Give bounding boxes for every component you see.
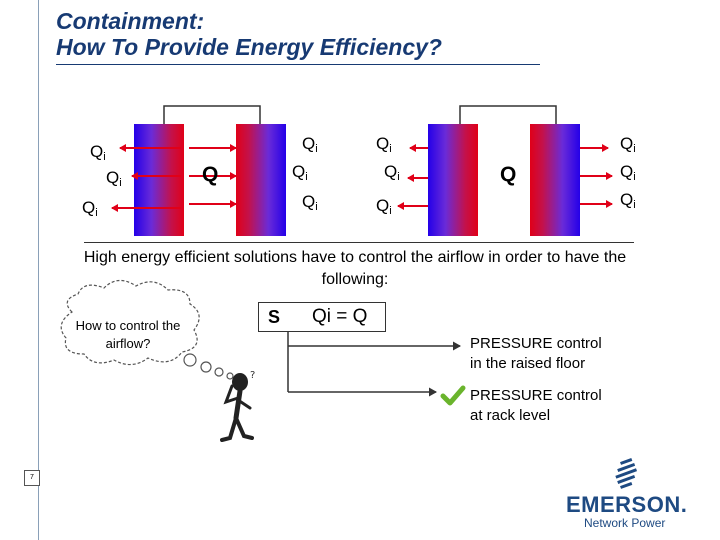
qi-label: Qi [302,134,318,155]
svg-text:?: ? [250,370,255,381]
qi-label: Qi [620,162,636,183]
emerson-logo-subtitle: Network Power [584,516,666,530]
rack-right-2 [530,124,580,236]
qi-label: Qi [106,168,122,189]
qi-label: Qi [384,162,400,183]
qi-label: Qi [292,162,308,183]
rack-heat-label: Q [500,163,517,186]
option-raised-floor: PRESSURE control in the raised floor [470,334,602,374]
title-line-1: Containment: [56,8,205,34]
qi-label: Qi [620,190,636,211]
equation-text: Qi = Q [312,306,368,327]
rack-left-1 [134,124,184,236]
qi-label: Qi [376,134,392,155]
page-title: Containment: How To Provide Energy Effic… [56,8,442,60]
qi-label: Qi [82,198,98,219]
bullet-symbol: S [268,307,281,327]
description-text: High energy efficient solutions have to … [83,249,627,288]
title-line-2: How To Provide Energy Efficiency? [56,34,442,60]
option-detail: at rack level [470,407,551,424]
option-title: PRESSURE control [470,387,602,404]
checkmark-icon [440,385,466,406]
emerson-logo-icon [615,458,638,489]
option-detail: in the raised floor [470,355,586,372]
qi-label: Qi [302,192,318,213]
emerson-logo-text: EMERSON. [566,492,688,517]
equation-box [258,302,386,332]
floor-line [84,242,634,243]
rack-heat-label: Q [202,163,219,186]
option-rack-level: PRESSURE control at rack level [470,386,602,426]
page-number: 7 [24,470,40,486]
cloud-question: How to control the airflow? [75,318,181,351]
thinking-person-icon: ? [220,370,255,442]
left-margin-line [38,0,39,540]
rack-right-1 [428,124,478,236]
rack-left-2 [236,124,286,236]
qi-label: Qi [90,142,106,163]
qi-label: Qi [376,196,392,217]
option-title: PRESSURE control [470,335,602,352]
containment-left [163,105,261,124]
title-underline [56,64,540,65]
qi-label: Qi [620,134,636,155]
containment-right [459,105,557,124]
